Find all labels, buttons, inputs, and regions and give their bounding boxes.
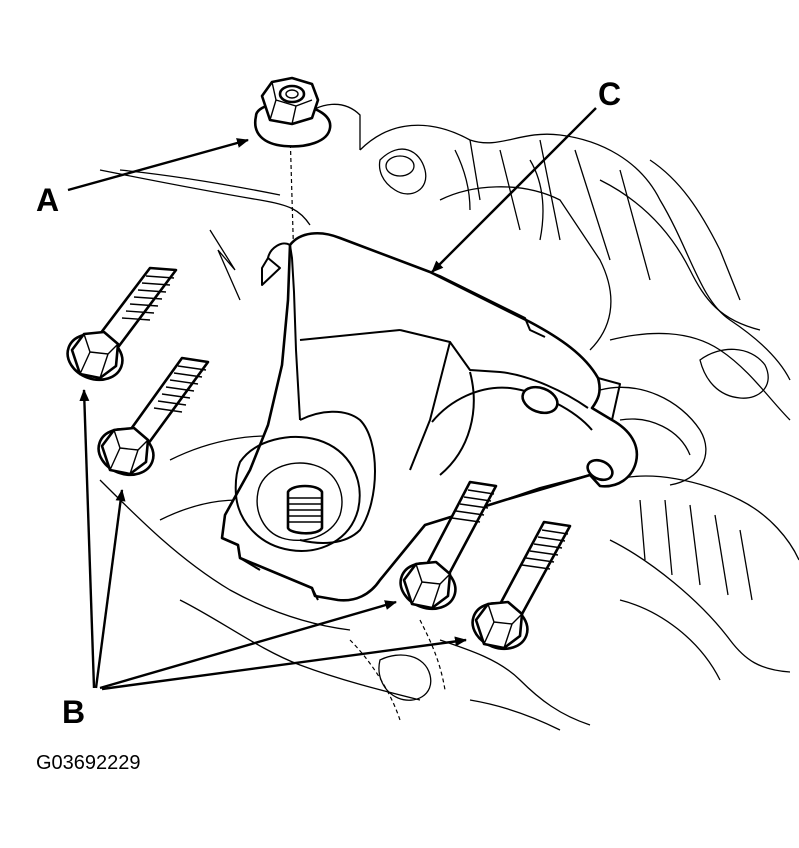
leader-b-1 [79,389,96,689]
leader-b-4 [101,636,467,691]
callout-b: B [62,694,86,730]
bolt-2 [97,356,210,477]
leader-a [67,138,249,192]
leader-lines [67,107,597,691]
figure-id: G03692229 [36,752,141,774]
background-engine-block [99,103,799,731]
bolt-3 [399,480,498,611]
bolt-1 [66,266,178,382]
callout-c: C [598,76,622,112]
mount-bracket [220,231,639,602]
flange-nut [253,76,332,148]
callout-a: A [36,182,60,218]
bolt-4 [471,520,572,651]
leader-b-3 [99,600,397,690]
leader-b-2 [94,489,126,689]
mount-stud [286,484,324,535]
leader-c [431,107,597,273]
